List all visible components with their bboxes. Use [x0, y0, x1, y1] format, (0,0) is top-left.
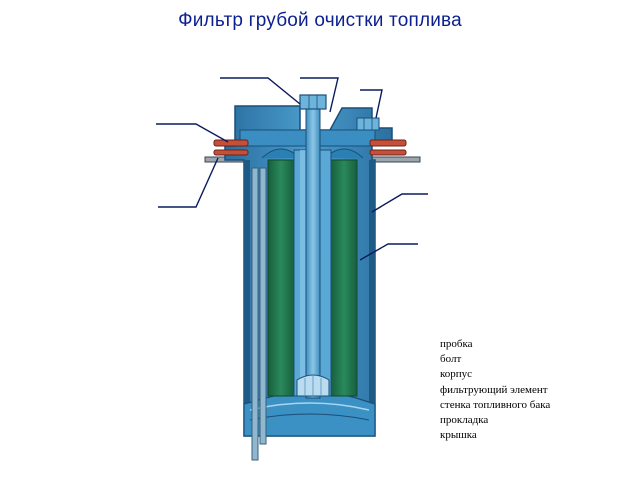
legend: пробка болт корпус фильтрующий элемент с…: [440, 337, 550, 443]
leader-line-housing-top: [300, 77, 339, 113]
legend-item-cover: крышка: [440, 429, 477, 442]
leader-line-plug: [360, 89, 383, 119]
leader-line-tank-wall: [158, 157, 219, 208]
drain-plug: [356, 117, 380, 131]
center-bolt: [296, 94, 330, 399]
legend-item-plug: пробка: [440, 338, 473, 350]
legend-item-bolt: болт: [440, 353, 462, 366]
leader-line-gasket: [156, 123, 229, 143]
filter-element: [261, 148, 364, 397]
leader-lines: [156, 77, 428, 261]
leader-line-bolt: [220, 77, 301, 105]
leader-line-housing-wall: [371, 193, 428, 213]
slide-title: Фильтр грубой очистки топлива: [178, 10, 462, 31]
gaskets: [213, 139, 407, 156]
legend-item-filter-element: фильтрующий элемент: [440, 383, 548, 396]
legend-item-gasket: прокладка: [440, 414, 489, 427]
legend-item-housing: корпус: [440, 368, 473, 381]
intake-pipe: [251, 167, 267, 461]
leader-line-filter: [359, 243, 418, 261]
legend-item-tank-wall: стенка топливного бака: [440, 398, 551, 411]
